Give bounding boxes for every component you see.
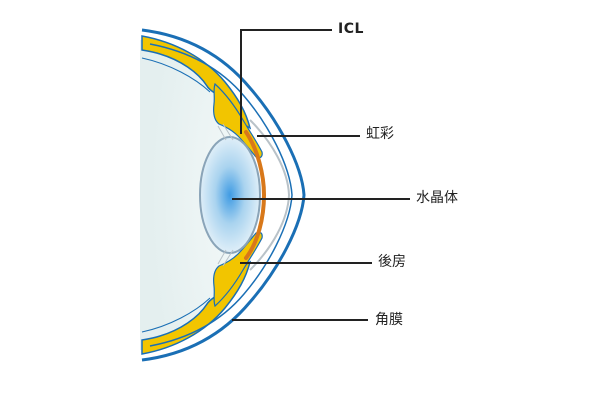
leader-icl (241, 30, 332, 134)
label-icl: ICL (338, 22, 364, 36)
label-cornea: 角膜 (375, 313, 403, 327)
lens (200, 137, 260, 253)
label-lens: 水晶体 (416, 191, 458, 205)
label-iris: 虹彩 (366, 127, 394, 141)
label-posterior-chamber: 後房 (378, 255, 406, 269)
